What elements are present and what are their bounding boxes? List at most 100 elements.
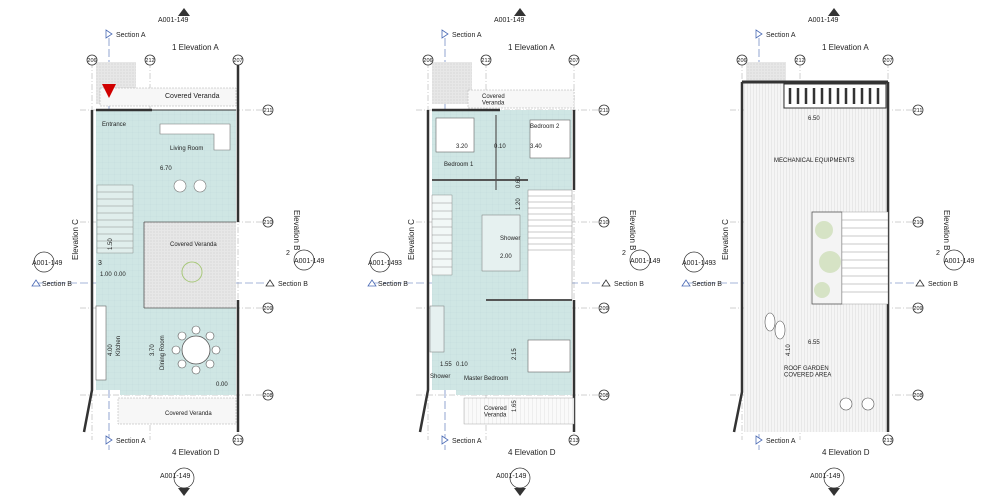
section-b-label-left: Section B	[692, 281, 722, 288]
dimension-label: 6.70	[160, 166, 172, 172]
svg-text:212: 212	[795, 58, 804, 64]
svg-text:209: 209	[913, 306, 922, 312]
elevation-num-right: 2	[936, 250, 940, 257]
plant-icon	[814, 282, 830, 298]
room-label-covered-veranda-bottom: Covered Veranda	[165, 411, 212, 417]
section-a-label-top: Section A	[766, 32, 796, 39]
elevation-bubble	[293, 249, 315, 271]
dimension-label: 1.50	[108, 238, 114, 250]
section-arrow-icon	[681, 279, 691, 287]
svg-text:208: 208	[599, 393, 608, 399]
elevation-arrow-icon	[178, 488, 190, 496]
elevation-label-bottom: 4 Elevation D	[822, 448, 870, 457]
elevation-ref-right: A001-149	[630, 258, 660, 265]
section-arrow-icon	[105, 435, 113, 445]
elevation-ref-bottom: A001-149	[496, 473, 526, 480]
room-label-living-room: Living Room	[170, 146, 203, 152]
elevation-num-left: 3	[98, 260, 102, 267]
svg-text:206: 206	[87, 58, 96, 64]
lounge-chair-icon	[774, 320, 786, 340]
bed	[527, 339, 571, 373]
elevation-label-top: 1 Elevation A	[508, 43, 555, 52]
elevation-ref-left: A001-149	[32, 260, 62, 267]
grid-bubble: 206	[86, 54, 98, 66]
elevation-label-right: Elevation B	[628, 210, 637, 250]
grid-bubble: 210	[912, 216, 924, 228]
grid-bubble: 210	[262, 216, 274, 228]
grid-bubble: 209	[262, 302, 274, 314]
svg-text:207: 207	[569, 58, 578, 64]
elevation-ref-top: A001-149	[158, 17, 188, 24]
grid-bubble: 209	[912, 302, 924, 314]
elevation-num-right: 2	[286, 250, 290, 257]
room-label-bedroom-1: Bedroom 1	[444, 162, 474, 168]
elevation-num-left: 3	[712, 260, 716, 267]
elevation-bubble	[369, 251, 391, 273]
svg-text:211: 211	[914, 108, 923, 114]
section-a-label-bottom: Section A	[766, 438, 796, 445]
elevation-label-bottom: 4 Elevation D	[172, 448, 220, 457]
dimension-label: 0.60	[516, 176, 522, 188]
dimension-label: 0.00	[114, 272, 126, 278]
svg-text:212: 212	[145, 58, 154, 64]
dimension-label: 2.15	[512, 348, 518, 360]
elevation-arrow-icon	[178, 8, 190, 16]
room-label-bedroom-2: Bedroom 2	[530, 124, 560, 130]
svg-text:206: 206	[423, 58, 432, 64]
svg-text:213: 213	[883, 438, 892, 444]
grid-bubble: 207	[232, 54, 244, 66]
room-label-covered-veranda: Covered Veranda	[165, 93, 220, 100]
room-label-kitchen: Kitchen	[116, 336, 122, 356]
grid-bubble: 208	[262, 389, 274, 401]
grid-bubble: 212	[480, 54, 492, 66]
svg-text:213: 213	[569, 438, 578, 444]
covered-veranda-bottom	[463, 397, 575, 425]
section-arrow-icon	[367, 279, 377, 287]
grid-bubble: 211	[912, 104, 924, 116]
dimension-label: 2.00	[500, 254, 512, 260]
elevation-ref-left: A001-149	[682, 260, 712, 267]
section-arrow-icon	[755, 435, 763, 445]
elevation-label-left: Elevation C	[721, 219, 730, 260]
svg-text:206: 206	[737, 58, 746, 64]
dimension-label: 1.20	[516, 198, 522, 210]
section-arrow-icon	[31, 279, 41, 287]
svg-text:208: 208	[263, 393, 272, 399]
svg-text:213: 213	[233, 438, 242, 444]
plant-icon	[819, 251, 841, 273]
grid-bubble: 211	[598, 104, 610, 116]
grid-bubble: 208	[598, 389, 610, 401]
svg-text:210: 210	[913, 220, 922, 226]
dimension-label: 1.55	[440, 362, 452, 368]
plant-icon	[815, 221, 833, 239]
dimension-label: 6.50	[808, 116, 820, 122]
section-arrow-icon	[265, 279, 275, 287]
table-icon	[839, 397, 853, 411]
grid-bubble: 207	[568, 54, 580, 66]
elevation-bubble	[943, 249, 965, 271]
svg-text:212: 212	[481, 58, 490, 64]
section-a-label-top: Section A	[452, 32, 482, 39]
elevation-ref-right: A001-149	[944, 258, 974, 265]
room-label-covered-veranda-mid: Covered Veranda	[170, 242, 217, 248]
shower-room	[481, 214, 521, 272]
room-label-master-bedroom: Master Bedroom	[464, 376, 508, 382]
dimension-label: 4.00	[108, 344, 114, 356]
elevation-ref-left: A001-149	[368, 260, 398, 267]
room-label-shower: Shower	[500, 236, 520, 242]
elevation-bubble	[629, 249, 651, 271]
elevation-bubble	[683, 251, 705, 273]
grid-bubble: 208	[912, 389, 924, 401]
grid-bubble: 212	[794, 54, 806, 66]
armchair	[173, 179, 187, 193]
vent-grille	[783, 83, 887, 109]
section-arrow-icon	[105, 29, 113, 39]
room-label-entrance: Entrance	[102, 122, 127, 128]
covered-veranda-top	[99, 87, 237, 107]
section-arrow-icon	[755, 29, 763, 39]
entrance-marker-icon	[102, 84, 116, 98]
stairs	[96, 184, 134, 254]
grid-bubble: 209	[598, 302, 610, 314]
